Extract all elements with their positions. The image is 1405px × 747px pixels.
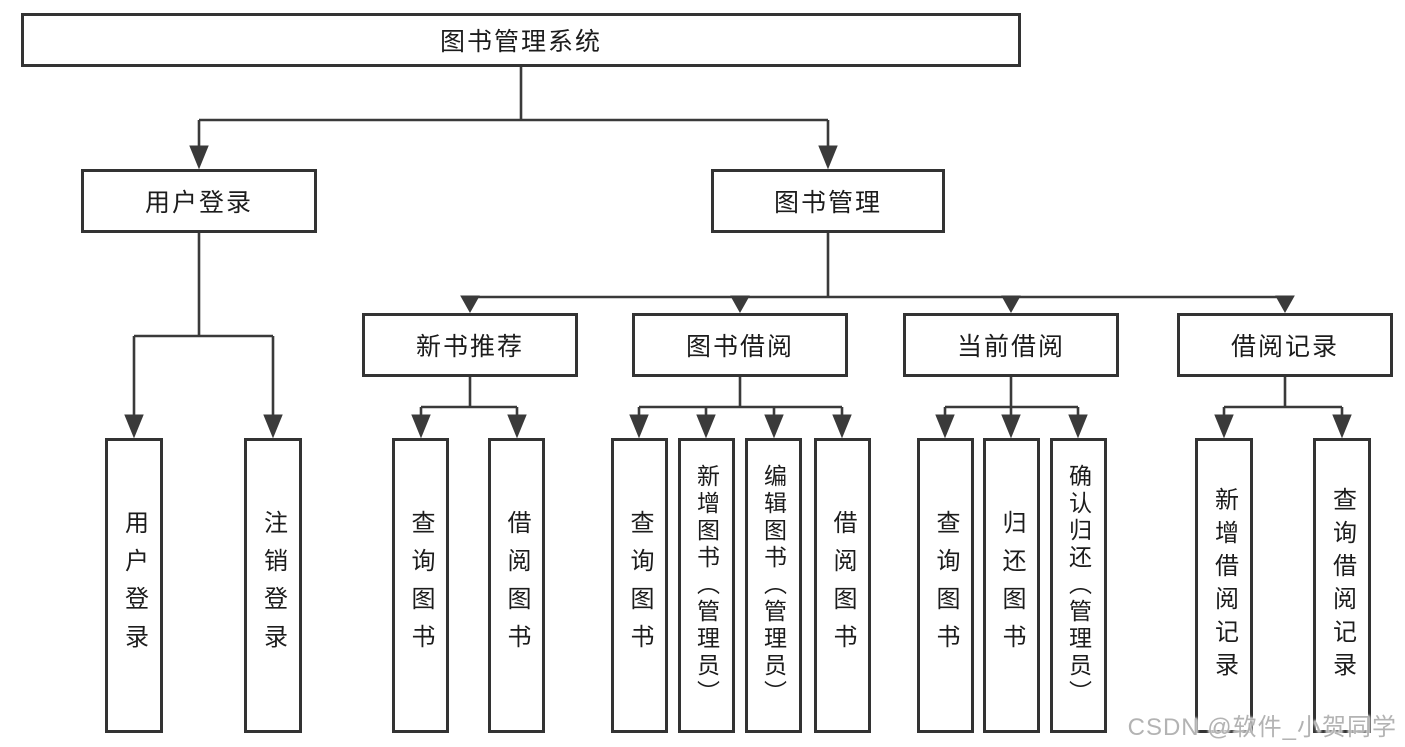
- node-label: 图书借阅: [685, 333, 794, 361]
- node-label: 图书管理系统: [439, 28, 602, 56]
- leaf-query-books-1: 查询图书: [392, 438, 449, 733]
- leaf-return-book: 归还图书: [983, 438, 1040, 733]
- leaf-query-books-2: 查询图书: [611, 438, 668, 733]
- node-label: 新增借阅记录: [1210, 486, 1238, 685]
- node-label: 借阅图书: [503, 509, 530, 662]
- leaf-query-books-3: 查询图书: [917, 438, 974, 733]
- node-current-borrow: 当前借阅: [903, 313, 1119, 377]
- node-label: 当前借阅: [956, 333, 1065, 361]
- node-label: 编辑图书（管理员）: [760, 464, 787, 707]
- leaf-query-borrow-record: 查询借阅记录: [1313, 438, 1371, 733]
- node-user-login: 用户登录: [81, 169, 317, 233]
- node-new-book-recommend: 新书推荐: [362, 313, 578, 377]
- node-label: 借阅记录: [1230, 333, 1339, 361]
- node-book-borrow: 图书借阅: [632, 313, 848, 377]
- node-label: 查询借阅记录: [1328, 486, 1356, 685]
- leaf-edit-book-admin: 编辑图书（管理员）: [745, 438, 802, 733]
- leaf-add-book-admin: 新增图书（管理员）: [678, 438, 735, 733]
- node-label: 查询图书: [626, 509, 653, 662]
- node-label: 归还图书: [998, 509, 1025, 662]
- node-label: 新增图书（管理员）: [693, 464, 720, 707]
- node-book-management: 图书管理: [711, 169, 945, 233]
- leaf-confirm-return-admin: 确认归还（管理员）: [1050, 438, 1107, 733]
- leaf-borrow-books-2: 借阅图书: [814, 438, 871, 733]
- node-label: 注销登录: [259, 509, 287, 662]
- node-label: 新书推荐: [415, 333, 524, 361]
- node-label: 确认归还（管理员）: [1065, 464, 1092, 707]
- node-library-management-system: 图书管理系统: [21, 13, 1021, 67]
- leaf-add-borrow-record: 新增借阅记录: [1195, 438, 1253, 733]
- node-borrow-records: 借阅记录: [1177, 313, 1393, 377]
- node-label: 借阅图书: [829, 509, 856, 662]
- node-label: 图书管理: [773, 189, 882, 217]
- leaf-borrow-books-1: 借阅图书: [488, 438, 545, 733]
- node-label: 查询图书: [932, 509, 959, 662]
- node-label: 用户登录: [120, 509, 148, 662]
- leaf-logout: 注销登录: [244, 438, 302, 733]
- leaf-user-login: 用户登录: [105, 438, 163, 733]
- node-label: 查询图书: [407, 509, 434, 662]
- csdn-watermark: CSDN @软件_小贺同学: [1127, 714, 1397, 741]
- node-label: 用户登录: [144, 189, 253, 217]
